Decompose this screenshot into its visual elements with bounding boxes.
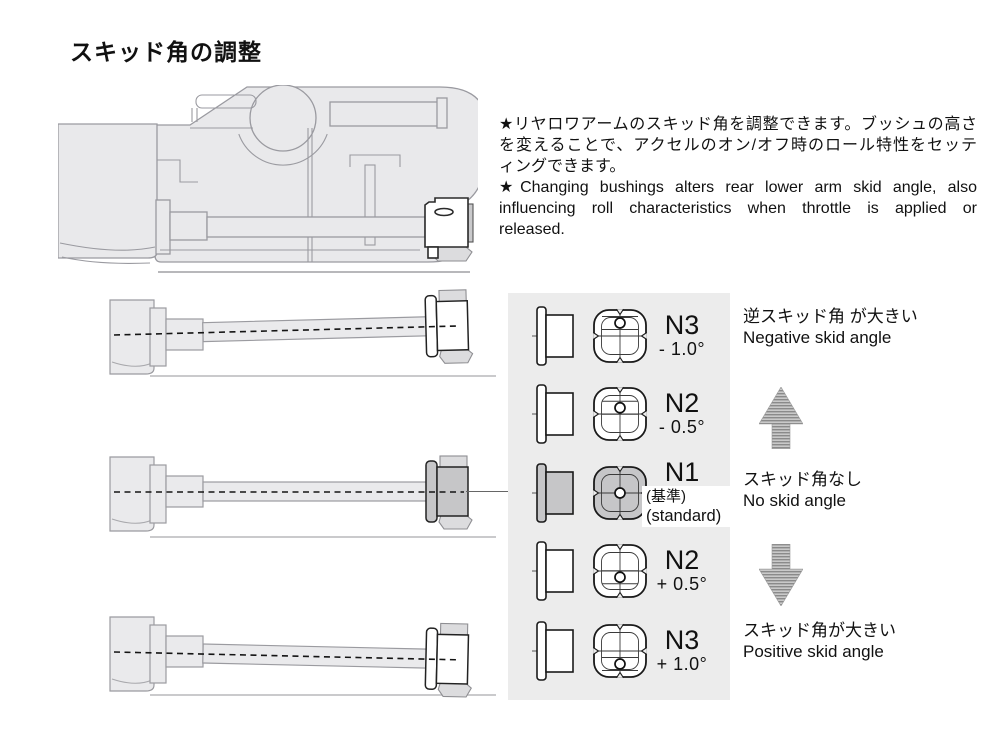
bushing-panel: N3 - 1.0°	[508, 293, 746, 700]
page-title: スキッド角の調整	[70, 39, 262, 65]
chassis-illustration	[58, 85, 478, 273]
bushing-code: N3	[664, 625, 700, 655]
arm-diagram-neutral-skid	[109, 455, 496, 538]
connector-line	[466, 491, 532, 492]
bushing-side-view-icon	[532, 621, 574, 681]
intro-line-jp: ★リヤロワアームのスキッド角を調整できます。ブッシュの高さ	[499, 116, 977, 133]
caption-negative-en: Negative skid angle	[743, 328, 892, 347]
bushing-side-view-icon	[532, 306, 574, 366]
bushing-front-view-icon	[592, 386, 648, 442]
bushing-angle: - 0.5°	[658, 417, 706, 437]
intro-line-jp: ィングできます。	[499, 158, 626, 175]
bushing-row-n3-neg: N3 - 1.0°	[508, 305, 730, 367]
bushing-front-view-icon	[592, 623, 648, 679]
bushing-angle: - 1.0°	[658, 339, 706, 359]
caption-neutral-en: No skid angle	[743, 491, 847, 510]
caption-positive-jp: スキッド角が大きい	[743, 621, 896, 640]
caption-negative: 逆スキッド角 が大きい Negative skid angle	[743, 306, 918, 348]
bushing-code: N2	[664, 545, 700, 575]
bushing-side-view-icon	[532, 384, 574, 444]
bushing-row-n1-standard: N1 (基準) (standard)	[508, 457, 746, 527]
bushing-code: N3	[664, 310, 700, 340]
bushing-row-n3-pos: N3 + 1.0°	[508, 620, 730, 682]
bushing-side-view-icon	[532, 541, 574, 601]
bushing-front-view-icon	[592, 308, 648, 364]
bushing-angle: + 0.5°	[656, 574, 708, 594]
intro-line-en: influencing roll characteristics when th…	[499, 200, 977, 217]
bushing-side-view-icon	[532, 463, 574, 523]
standard-note-en: (standard)	[646, 507, 722, 525]
caption-neutral-jp: スキッド角なし	[743, 470, 862, 489]
arrow-down-icon	[759, 544, 803, 606]
bushing-code: N2	[664, 388, 700, 418]
caption-positive: スキッド角が大きい Positive skid angle	[743, 620, 896, 662]
bushing-row-n2-neg: N2 - 0.5°	[508, 383, 730, 445]
intro-line-jp: を変えることで、アクセルのオン/オフ時のロール特性をセッテ	[499, 137, 977, 154]
bushing-code: N1	[664, 457, 700, 487]
intro-text: ★リヤロワアームのスキッド角を調整できます。ブッシュの高さ を変えることで、アク…	[499, 114, 977, 240]
arm-diagram-negative-skid	[109, 289, 496, 377]
caption-positive-en: Positive skid angle	[743, 642, 884, 661]
arrow-up-icon	[759, 387, 803, 449]
caption-negative-jp: 逆スキッド角 が大きい	[743, 307, 918, 326]
bushing-front-view-icon	[592, 465, 648, 521]
arm-diagram-positive-skid	[109, 616, 496, 698]
standard-note: (基準) (standard)	[642, 486, 746, 527]
bushing-angle: + 1.0°	[656, 654, 708, 674]
intro-line-en: released.	[499, 221, 565, 238]
caption-neutral: スキッド角なし No skid angle	[743, 469, 862, 511]
intro-line-en: ★Changing bushings alters rear lower arm…	[499, 179, 977, 196]
bushing-front-view-icon	[592, 543, 648, 599]
bushing-row-n2-pos: N2 + 0.5°	[508, 540, 730, 602]
standard-note-jp: (基準)	[646, 488, 686, 505]
